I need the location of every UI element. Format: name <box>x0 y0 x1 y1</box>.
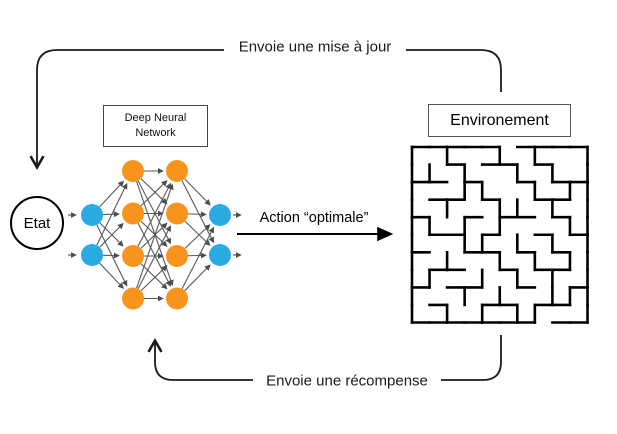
network-hidden-node <box>166 245 188 267</box>
network-edge <box>184 264 211 292</box>
network-hidden-node <box>122 287 144 310</box>
network-io-node <box>209 204 231 226</box>
network-edge <box>184 220 211 246</box>
network-edge <box>140 222 168 249</box>
neural-network-graphic <box>81 160 231 310</box>
environment-label: Environement <box>450 111 549 129</box>
state-node: Etat <box>10 196 64 250</box>
dnn-box: Deep Neural Network <box>103 105 208 147</box>
network-edge <box>137 182 171 247</box>
update-arrow-left-segment <box>29 49 224 171</box>
network-hidden-node <box>166 287 188 310</box>
network-edge <box>137 225 171 289</box>
network-hidden-node <box>122 202 144 225</box>
network-io-node <box>81 204 103 226</box>
reward-arrow-right-segment <box>441 335 502 381</box>
update-arrow-right-segment <box>406 49 502 92</box>
network-edge <box>99 180 125 208</box>
network-hidden-node <box>166 160 188 182</box>
maze-graphic <box>410 145 589 324</box>
network-edge <box>181 226 214 289</box>
update-loop-label: Envoie une mise à jour <box>233 38 397 56</box>
network-hidden-node <box>122 160 144 182</box>
environment-box: Environement <box>428 104 571 137</box>
network-io-node <box>209 244 231 266</box>
reward-loop-arrow <box>147 335 502 381</box>
network-edge <box>136 183 174 289</box>
network-edge <box>99 262 124 289</box>
network-edge <box>184 178 211 206</box>
network-edge <box>137 180 171 245</box>
network-edge <box>140 263 168 290</box>
network-io-node <box>81 244 103 266</box>
state-label: Etat <box>23 214 51 232</box>
network-hidden-node <box>166 202 188 225</box>
reward-arrow-left-segment <box>147 337 253 381</box>
network-io-stub-arrows <box>68 211 242 259</box>
network-edge <box>184 224 211 249</box>
network-edge <box>140 180 168 207</box>
action-label: Action “optimale” <box>259 210 369 226</box>
reward-loop-label: Envoie une récompense <box>261 372 433 390</box>
network-hidden-node <box>122 245 144 267</box>
network-edge <box>99 222 124 248</box>
network-edge <box>137 223 171 287</box>
network-edge <box>99 222 124 247</box>
network-edge <box>140 265 168 292</box>
network-edge <box>187 211 207 218</box>
network-edge <box>102 211 120 218</box>
network-edge <box>96 182 128 246</box>
update-loop-arrow <box>29 49 502 171</box>
network-edge <box>181 180 214 244</box>
dnn-label: Deep Neural Network <box>124 112 187 139</box>
